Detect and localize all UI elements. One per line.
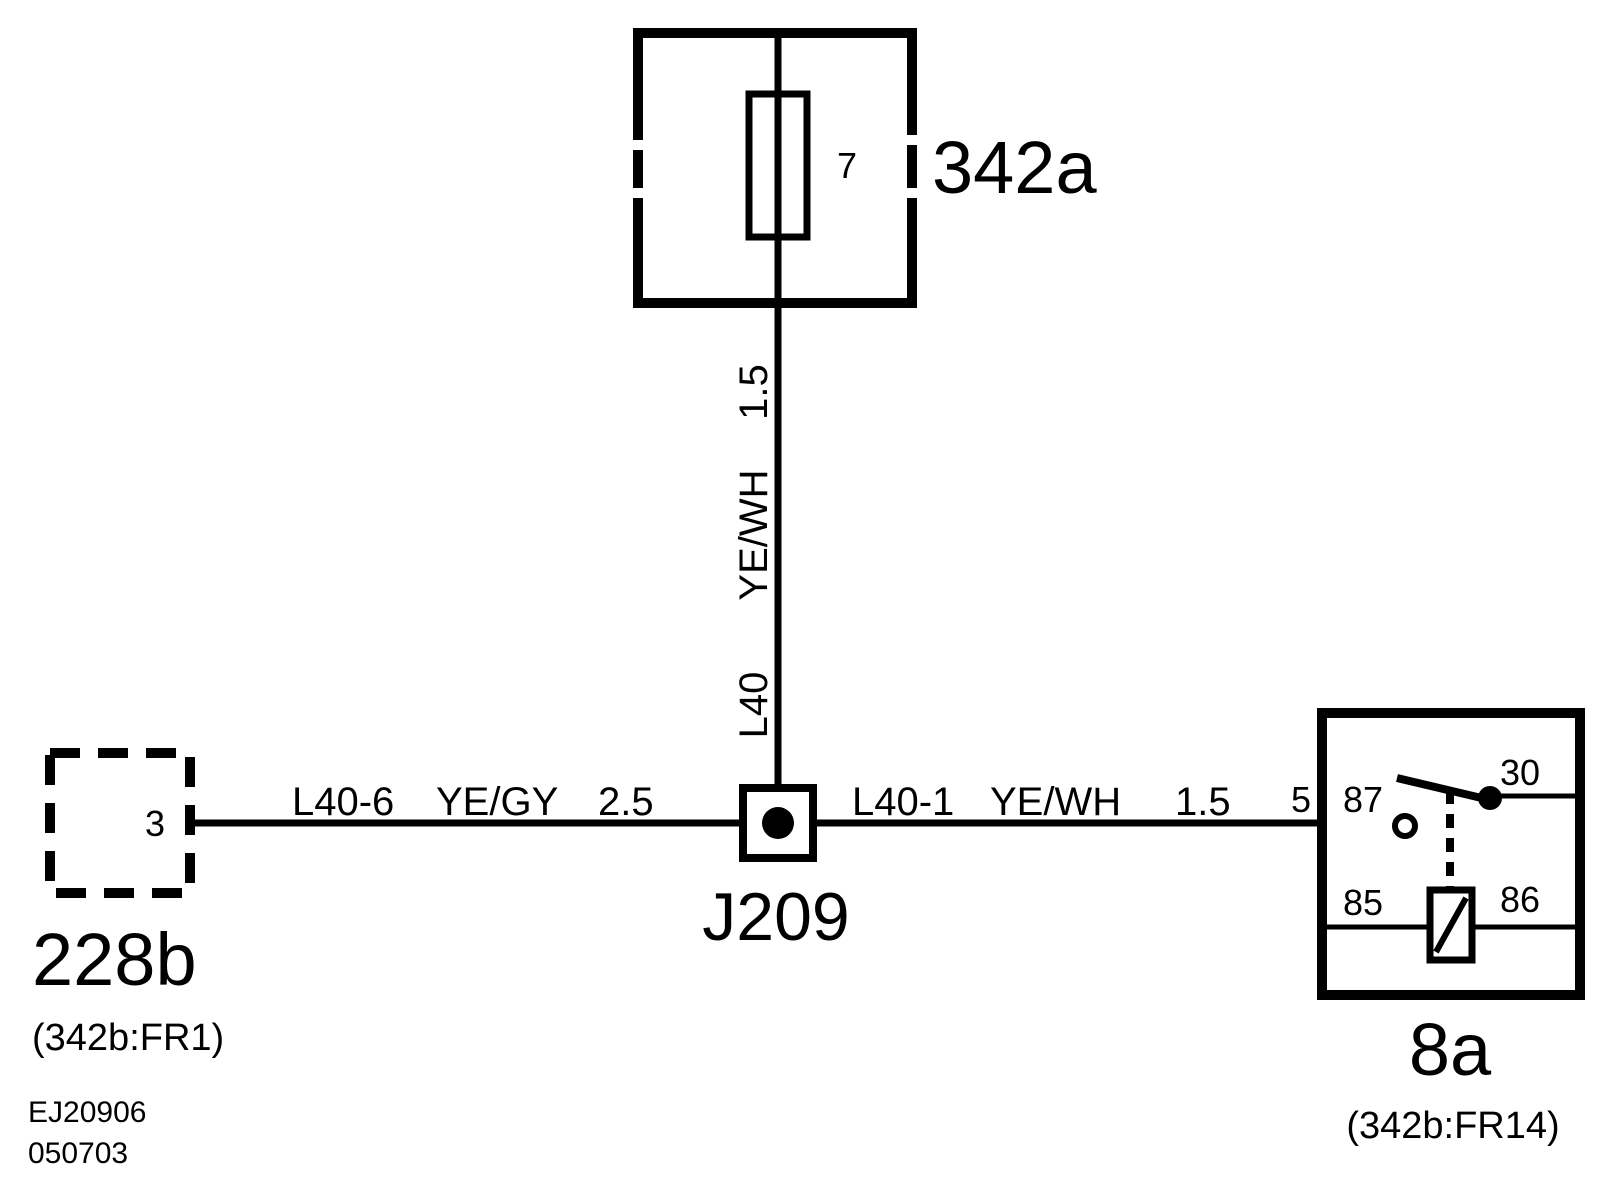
wire-l40-1-color: YE/WH [990,780,1121,824]
connector-location: (342b:FR1) [32,1017,224,1059]
wire-l40-1-size: 1.5 [1175,780,1231,824]
drawing-codes: EJ20906 050703 [28,1096,146,1170]
splice-dot [762,807,794,839]
relay-pivot [1478,786,1502,810]
drawing-code-1: EJ20906 [28,1096,146,1129]
wire-label-left: L40-6 YE/GY 2.5 [292,780,654,824]
relay-switch-arm [1396,774,1491,804]
wires [190,33,1397,827]
connector-pin: 3 [145,803,165,844]
relay-terminal-30: 30 [1500,752,1540,793]
wire-l40-6-circuit: L40-6 [292,780,394,824]
relay-id: 8a [1409,1008,1492,1091]
relay-socket-pin: 5 [1291,779,1311,820]
connector-228b: 3 228b (342b:FR1) [32,748,224,1059]
wire-l40-6-color: YE/GY [436,780,558,824]
fuse-box-id: 342a [932,126,1097,209]
fuse-box-342a: 7 342a [633,28,1097,308]
wire-label-right: L40-1 YE/WH 1.5 [852,780,1231,824]
relay-contact-87 [1392,813,1418,839]
fuse-number: 7 [837,145,857,186]
relay-terminal-85: 85 [1343,882,1383,923]
wire-l40-color: YE/WH [732,469,776,600]
wire-l40-circuit: L40 [732,672,776,739]
relay-location: (342b:FR14) [1346,1105,1559,1147]
wire-l40-size: 1.5 [732,364,776,420]
connector-id: 228b [32,918,197,1001]
wire-l40-6-size: 2.5 [598,780,654,824]
splice-id: J209 [702,879,849,955]
drawing-code-2: 050703 [28,1137,128,1170]
wire-label-vertical: L40 YE/WH 1.5 [732,364,776,738]
relay-terminal-86: 86 [1500,879,1540,920]
splice-j209: J209 [702,784,850,955]
wire-l40-1-circuit: L40-1 [852,780,954,824]
relay-terminal-87: 87 [1343,779,1383,820]
relay-8a: 5 87 30 85 86 8a (342b:FR14) [1291,708,1585,1147]
